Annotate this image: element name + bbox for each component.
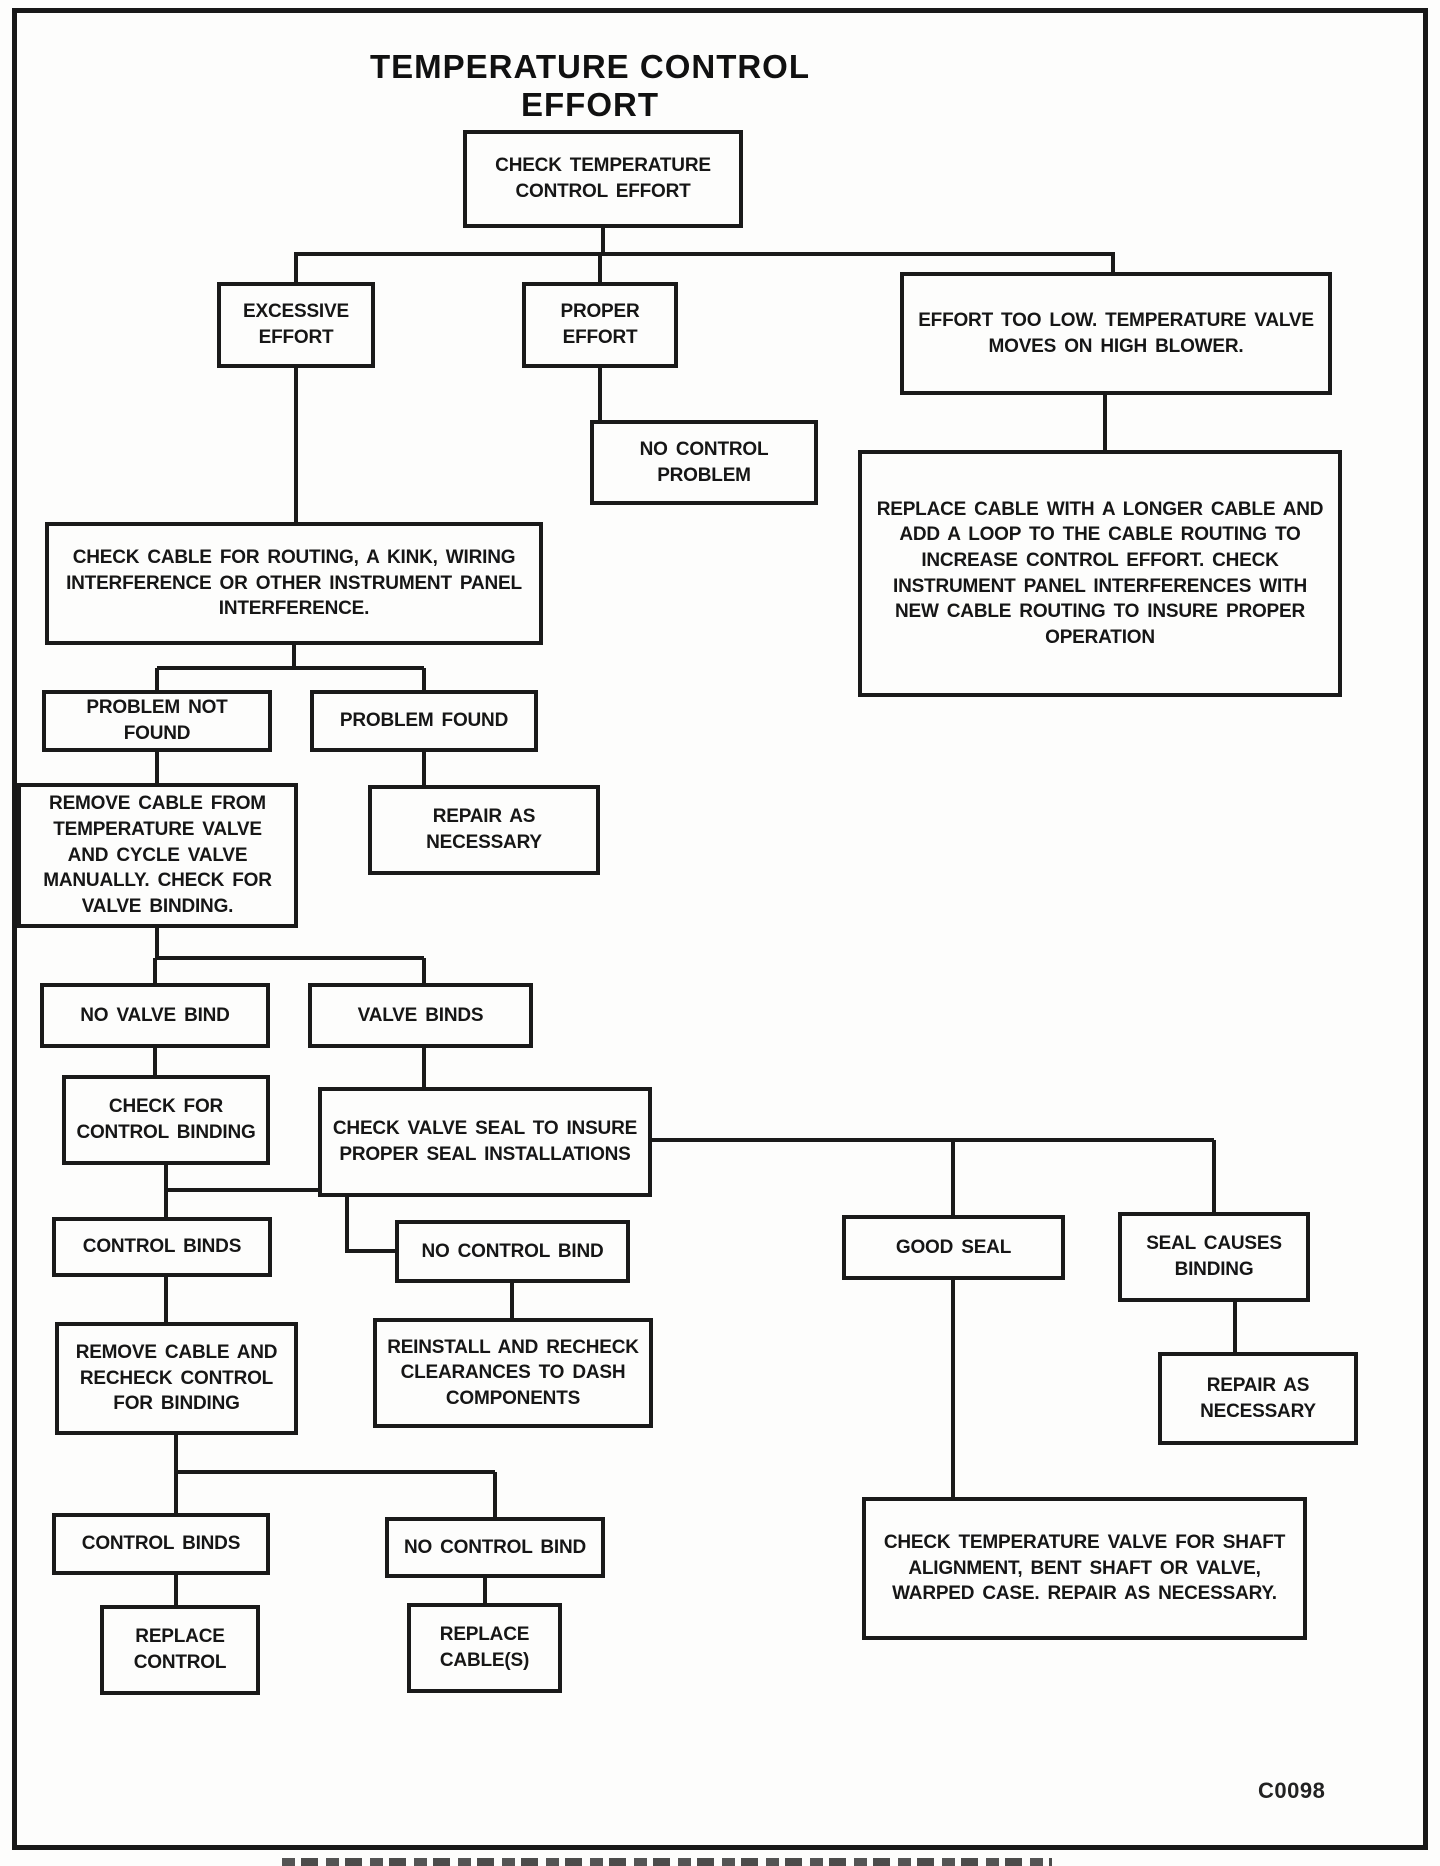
flow-node-good-seal: GOOD SEAL [842,1215,1065,1280]
flow-node-control-binds-2: CONTROL BINDS [52,1513,270,1575]
flow-node-replace-control: REPLACE CONTROL [100,1605,260,1695]
flow-node-problem-found: PROBLEM FOUND [310,690,538,752]
flow-node-control-binds-1: CONTROL BINDS [52,1217,272,1277]
flow-node-seal-causes-binding: SEAL CAUSES BINDING [1118,1212,1310,1302]
flow-node-no-control-bind-1: NO CONTROL BIND [395,1220,630,1283]
cropped-caption-fragment [282,1858,1052,1866]
flow-node-remove-cable-recheck: REMOVE CABLE AND RECHECK CONTROL FOR BIN… [55,1322,298,1435]
flow-node-reinstall-recheck: REINSTALL AND RECHECK CLEARANCES TO DASH… [373,1318,653,1428]
flow-node-repair-as-necessary-2: REPAIR AS NECESSARY [1158,1352,1358,1445]
flow-node-valve-binds: VALVE BINDS [308,983,533,1048]
flow-node-excessive-effort: EXCESSIVE EFFORT [217,282,375,368]
flow-node-check-temp-valve-shaft: CHECK TEMPERATURE VALVE FOR SHAFT ALIGNM… [862,1497,1307,1640]
connector-line [166,1188,395,1253]
flow-node-repair-as-necessary-1: REPAIR AS NECESSARY [368,785,600,875]
flow-node-check-effort: CHECK TEMPERATURE CONTROL EFFORT [463,130,743,228]
flow-node-no-control-problem: NO CONTROL PROBLEM [590,420,818,505]
flow-node-check-control-binding: CHECK FOR CONTROL BINDING [62,1075,270,1165]
flow-node-replace-cables: REPLACE CABLE(S) [407,1603,562,1693]
flow-node-proper-effort: PROPER EFFORT [522,282,678,368]
flow-node-effort-too-low: EFFORT TOO LOW. TEMPERATURE VALVE MOVES … [900,272,1332,395]
page-title: TEMPERATURE CONTROL EFFORT [369,48,811,123]
figure-code: C0098 [1258,1778,1326,1803]
flow-node-remove-cable-cycle-valve: REMOVE CABLE FROM TEMPERATURE VALVE AND … [17,783,298,928]
flow-node-no-control-bind-2: NO CONTROL BIND [385,1517,605,1578]
flow-node-problem-not-found: PROBLEM NOT FOUND [42,690,272,752]
flow-node-replace-cable-longer: REPLACE CABLE WITH A LONGER CABLE AND AD… [858,450,1342,697]
page-border [12,8,1428,1850]
flow-node-no-valve-bind: NO VALVE BIND [40,983,270,1048]
flow-node-check-valve-seal: CHECK VALVE SEAL TO INSURE PROPER SEAL I… [318,1087,652,1197]
flow-node-check-cable-routing: CHECK CABLE FOR ROUTING, A KINK, WIRING … [45,522,543,645]
